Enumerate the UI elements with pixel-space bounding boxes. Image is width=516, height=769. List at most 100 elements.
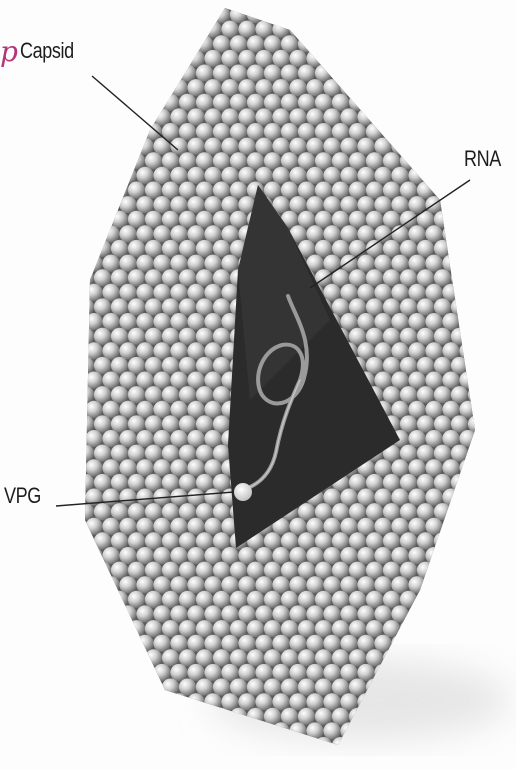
capsid-sphere: [68, 693, 85, 710]
capsid-sphere: [136, 0, 153, 9]
capsid-sphere: [340, 664, 357, 681]
capsid-sphere: [298, 211, 315, 228]
capsid-sphere: [68, 167, 85, 184]
capsid-sphere: [476, 313, 493, 330]
capsid-sphere: [145, 94, 162, 111]
capsid-sphere: [366, 65, 383, 82]
capsid-sphere: [119, 752, 136, 769]
capsid-sphere: [425, 459, 442, 476]
capsid-sphere: [196, 152, 213, 169]
capsid-sphere: [417, 445, 434, 462]
capsid-sphere: [383, 328, 400, 345]
capsid-sphere: [111, 679, 128, 696]
capsid-sphere: [136, 167, 153, 184]
capsid-sphere: [323, 21, 340, 38]
capsid-sphere: [102, 430, 119, 447]
capsid-sphere: [349, 532, 366, 549]
capsid-sphere: [434, 386, 451, 403]
capsid-sphere: [128, 269, 145, 286]
capsid-sphere: [204, 430, 221, 447]
capsid-sphere: [400, 503, 417, 520]
capsid-sphere: [204, 342, 221, 359]
capsid-sphere: [51, 284, 68, 301]
capsid-sphere: [179, 152, 196, 169]
capsid-sphere: [298, 649, 315, 666]
capsid-sphere: [145, 415, 162, 432]
capsid-sphere: [340, 693, 357, 710]
capsid-sphere: [451, 386, 468, 403]
capsid-sphere: [374, 167, 391, 184]
capsid-sphere: [315, 240, 332, 257]
capsid-sphere: [153, 50, 170, 67]
capsid-sphere: [170, 635, 187, 652]
capsid-sphere: [408, 255, 425, 272]
capsid-sphere: [323, 196, 340, 213]
capsid-sphere: [204, 167, 221, 184]
capsid-sphere: [60, 240, 77, 257]
capsid-sphere: [391, 752, 408, 769]
capsid-sphere: [425, 430, 442, 447]
capsid-sphere: [357, 313, 374, 330]
capsid-sphere: [60, 298, 77, 315]
capsid-sphere: [400, 737, 417, 754]
capsid-sphere: [51, 167, 68, 184]
capsid-sphere: [77, 182, 94, 199]
capsid-sphere: [408, 196, 425, 213]
capsid-sphere: [391, 401, 408, 418]
capsid-sphere: [145, 298, 162, 315]
capsid-sphere: [119, 635, 136, 652]
capsid-sphere: [213, 65, 230, 82]
capsid-sphere: [383, 240, 400, 257]
capsid-sphere: [374, 342, 391, 359]
capsid-sphere: [391, 0, 408, 9]
capsid-sphere: [383, 35, 400, 52]
capsid-sphere: [128, 298, 145, 315]
capsid-sphere: [145, 357, 162, 374]
capsid-sphere: [272, 167, 289, 184]
capsid-sphere: [468, 357, 485, 374]
capsid-sphere: [485, 328, 502, 345]
capsid-sphere: [85, 21, 102, 38]
capsid-sphere: [51, 372, 68, 389]
capsid-sphere: [281, 35, 298, 52]
capsid-sphere: [136, 547, 153, 564]
capsid-sphere: [136, 255, 153, 272]
capsid-sphere: [408, 635, 425, 652]
capsid-sphere: [111, 6, 128, 23]
capsid-sphere: [247, 6, 264, 23]
capsid-sphere: [255, 138, 272, 155]
capsid-sphere: [213, 328, 230, 345]
capsid-sphere: [366, 6, 383, 23]
capsid-sphere: [417, 737, 434, 754]
capsid-sphere: [485, 298, 502, 315]
capsid-sphere: [264, 152, 281, 169]
capsid-sphere: [476, 401, 493, 418]
capsid-sphere: [221, 255, 238, 272]
capsid-sphere: [111, 591, 128, 608]
capsid-sphere: [425, 401, 442, 418]
capsid-sphere: [128, 386, 145, 403]
capsid-sphere: [391, 108, 408, 125]
capsid-sphere: [85, 342, 102, 359]
capsid-sphere: [400, 35, 417, 52]
capsid-sphere: [85, 401, 102, 418]
handwritten-mark: p: [0, 38, 18, 66]
capsid-sphere: [179, 35, 196, 52]
capsid-sphere: [187, 518, 204, 535]
capsid-sphere: [408, 138, 425, 155]
capsid-sphere: [204, 284, 221, 301]
capsid-sphere: [340, 547, 357, 564]
capsid-sphere: [111, 503, 128, 520]
capsid-sphere: [68, 489, 85, 506]
capsid-sphere: [68, 255, 85, 272]
capsid-sphere: [323, 752, 340, 769]
capsid-sphere: [476, 372, 493, 389]
capsid-sphere: [451, 591, 468, 608]
capsid-sphere: [340, 635, 357, 652]
capsid-sphere: [289, 635, 306, 652]
capsid-sphere: [323, 108, 340, 125]
capsid-sphere: [255, 21, 272, 38]
capsid-sphere: [323, 284, 340, 301]
capsid-sphere: [485, 562, 502, 579]
capsid-sphere: [391, 79, 408, 96]
